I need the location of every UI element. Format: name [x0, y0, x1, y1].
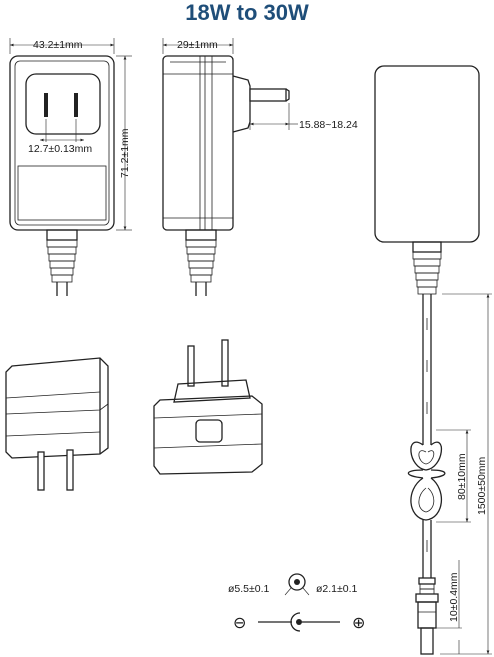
minus-icon: ⊖: [233, 613, 246, 632]
cable-length-label: 1500±50mm: [476, 456, 488, 515]
cable-view: [374, 65, 492, 655]
isometric-view-left: [5, 357, 109, 491]
outer-diameter-label: ø5.5±0.1: [228, 583, 270, 595]
cable-strain-relief: [412, 251, 442, 295]
height-label: 71.2±1mm: [119, 128, 131, 178]
isometric-view-right: [153, 339, 263, 475]
front-width-label: 43.2±1mm: [33, 39, 83, 51]
coil-length-label: 80±10mm: [456, 453, 468, 500]
plug-length-label: 10±0.4mm: [448, 572, 460, 622]
plus-icon: ⊕: [352, 613, 365, 632]
inner-diameter-label: ø2.1±0.1: [316, 583, 358, 595]
side-width-label: 29±1mm: [177, 39, 218, 51]
dc-connector-detail: [258, 573, 340, 632]
side-view: [162, 38, 298, 296]
side-strain-relief: [185, 239, 217, 283]
pin-spacing-label: 12.7±0.13mm: [28, 143, 92, 155]
front-view: [9, 38, 132, 296]
diagram-title: 18W to 30W: [185, 0, 309, 25]
front-strain-relief: [46, 239, 78, 283]
pin-length-label: 15.88~18.24: [299, 119, 358, 131]
